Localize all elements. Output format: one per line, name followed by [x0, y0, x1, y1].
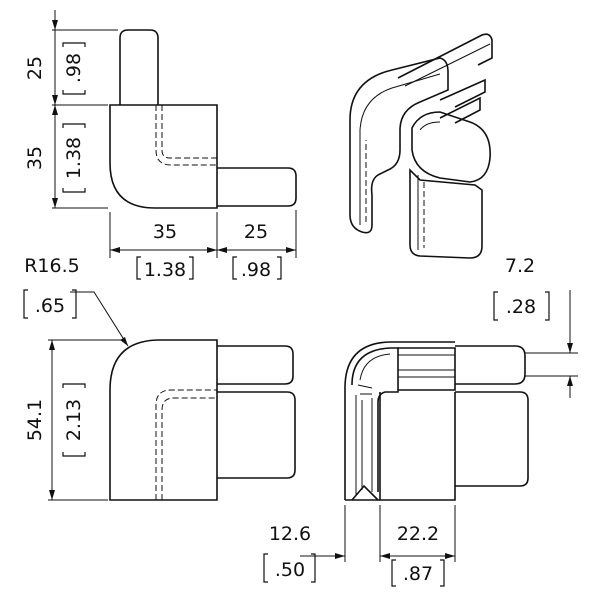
side-body-outline	[109, 339, 218, 501]
arrow-head	[49, 490, 55, 500]
view-isometric	[349, 33, 493, 259]
hidden-channel-1	[155, 105, 217, 166]
section-arm-lower	[455, 391, 529, 487]
dim-slot-in: .28	[506, 296, 536, 318]
arrow-head	[286, 247, 296, 253]
bracket	[263, 553, 316, 583]
corner-body	[349, 57, 449, 234]
section-notch	[351, 484, 379, 501]
arrow-head	[217, 247, 227, 253]
arrow-head	[52, 20, 58, 30]
bracket	[62, 123, 86, 193]
radius-leader	[70, 291, 129, 347]
dim-body-height-mm: 35	[24, 146, 46, 170]
dim-top-height-in: .98	[63, 53, 85, 83]
dim-body-height-in: 1.38	[63, 137, 85, 179]
right-pin-outline	[217, 167, 297, 207]
section-inner-wall	[351, 347, 399, 492]
section-wall-lines	[355, 395, 373, 496]
rail-lower	[439, 96, 481, 124]
dim-radius-mm: R16.5	[24, 255, 80, 277]
section-arm-upper	[455, 345, 526, 385]
bracket	[493, 291, 550, 321]
arrow-head	[380, 553, 390, 559]
section-slot	[398, 347, 456, 391]
hidden-channel-1	[155, 389, 217, 500]
hidden-channel-2	[161, 105, 217, 159]
dim-wall-in: .50	[275, 559, 305, 581]
dim-slot-mm: 7.2	[505, 255, 535, 277]
bracket	[62, 42, 86, 95]
arrow-head	[445, 553, 455, 559]
front-leg	[409, 168, 483, 259]
dim-total-height-mm: 54.1	[24, 399, 46, 441]
arrow-head	[567, 376, 573, 386]
arrow-head	[207, 247, 217, 253]
arrow-head	[335, 553, 345, 559]
bracket	[232, 256, 282, 280]
view-front: 25 .98 35 1.38 35 1.38 25 .98	[24, 10, 297, 281]
view-side: R16.5 .65 54.1 2.13	[23, 255, 296, 501]
upper-pin-outline	[119, 29, 159, 105]
side-arm-lower	[217, 391, 296, 479]
bracket	[62, 383, 86, 457]
section-hatch	[357, 353, 391, 395]
rail-mid	[439, 78, 486, 108]
side-arm-upper	[217, 345, 294, 385]
section-body	[379, 392, 456, 501]
view-section: 7.2 .28 12.6 .50 22.2 .87	[263, 255, 578, 587]
dim-inner-mm: 22.2	[397, 523, 439, 545]
dim-body-width-mm: 35	[153, 221, 177, 243]
iso-pin	[411, 111, 491, 183]
hidden-channel-2	[161, 397, 217, 500]
dim-arm-width-mm: 25	[244, 221, 268, 243]
arrow-head	[52, 95, 58, 105]
dim-top-height-mm: 25	[24, 56, 46, 80]
iso-pin-edge	[419, 121, 441, 131]
arrow-head	[120, 337, 128, 346]
dim-arm-width-in: .98	[241, 259, 271, 281]
arrow-head	[110, 247, 120, 253]
dim-body-width-in: 1.38	[144, 259, 186, 281]
arrow-head	[52, 105, 58, 115]
dim-total-height-in: 2.13	[63, 399, 85, 441]
bracket	[23, 289, 77, 319]
rail-back-top	[397, 33, 493, 79]
corner-inner-edge	[359, 73, 441, 225]
arrow-head	[49, 340, 55, 350]
dim-inner-in: .87	[403, 563, 433, 585]
arrow-head	[52, 198, 58, 208]
arrow-head	[567, 343, 573, 353]
dim-wall-mm: 12.6	[269, 523, 311, 545]
section-outer	[344, 341, 455, 500]
body-outline	[109, 104, 218, 209]
bracket	[391, 559, 445, 587]
dim-radius-in: .65	[35, 295, 65, 317]
bracket	[136, 256, 194, 280]
